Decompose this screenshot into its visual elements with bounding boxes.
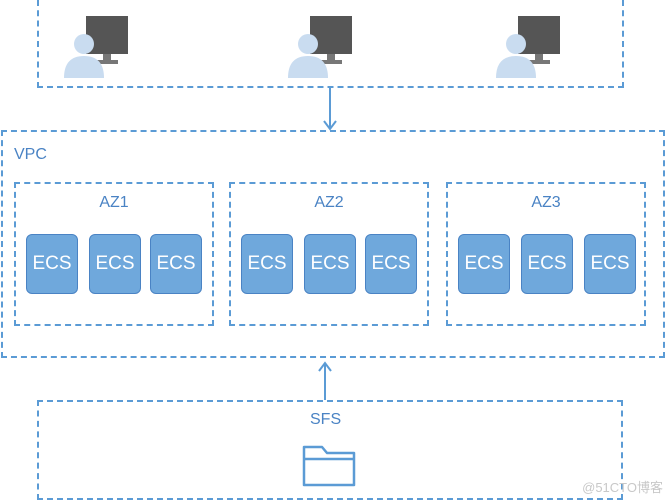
ecs-node: ECS bbox=[89, 234, 141, 294]
users-container bbox=[37, 0, 624, 88]
vpc-container bbox=[1, 130, 665, 358]
sfs-container bbox=[37, 400, 623, 500]
sfs-label: SFS bbox=[310, 411, 342, 428]
az-label: AZ3 bbox=[531, 194, 561, 211]
ecs-node: ECS bbox=[458, 234, 510, 294]
watermark: @51CTO博客 bbox=[582, 480, 663, 495]
user-workstation-icon bbox=[288, 16, 352, 78]
az-container: AZ3 ECS ECS ECS bbox=[446, 182, 646, 326]
folder-icon bbox=[302, 445, 356, 487]
ecs-node: ECS bbox=[150, 234, 202, 294]
ecs-node: ECS bbox=[584, 234, 636, 294]
up-arrow bbox=[318, 361, 332, 400]
user-workstation-icon bbox=[64, 16, 128, 78]
user-workstation-icon bbox=[496, 16, 560, 78]
down-arrow bbox=[323, 88, 337, 131]
az-container: AZ1 ECS ECS ECS bbox=[14, 182, 214, 326]
ecs-node: ECS bbox=[365, 234, 417, 294]
az-label: AZ1 bbox=[99, 194, 129, 211]
ecs-node: ECS bbox=[521, 234, 573, 294]
az-container: AZ2 ECS ECS ECS bbox=[229, 182, 429, 326]
az-label: AZ2 bbox=[314, 194, 344, 211]
ecs-node: ECS bbox=[241, 234, 293, 294]
ecs-node: ECS bbox=[26, 234, 78, 294]
ecs-node: ECS bbox=[304, 234, 356, 294]
vpc-label: VPC bbox=[14, 146, 47, 163]
